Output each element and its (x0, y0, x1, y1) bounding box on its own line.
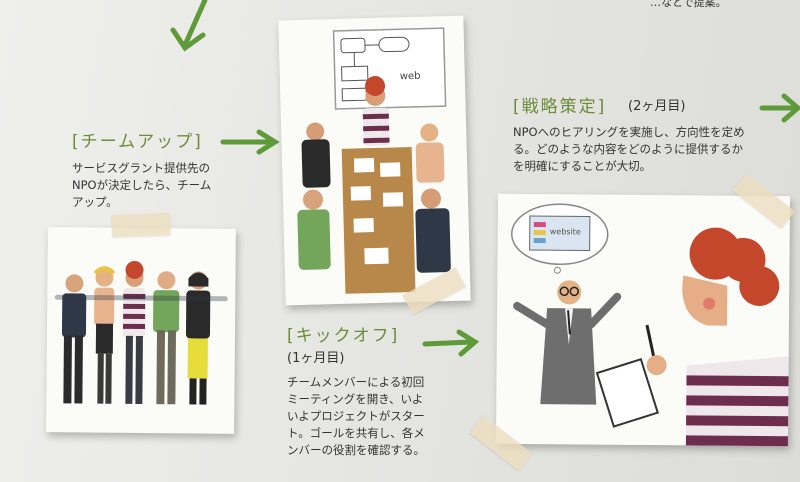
green-arrow-right-icon (759, 93, 800, 123)
team-up-line: アップ。 (72, 195, 118, 209)
kickoff-line: いよプロジェクトがスター (287, 409, 425, 423)
strategy-heading: [戦略策定] (513, 97, 607, 117)
whiteboard-text: web (400, 71, 421, 83)
green-arrow-down-icon (170, 0, 208, 52)
kickoff-line: ミーティングを開き、いよ (287, 392, 424, 406)
team-illustration-card (46, 227, 236, 434)
hearing-illustration: website (510, 203, 789, 447)
green-arrow-right-icon (220, 129, 280, 155)
team-up-heading: [チームアップ] (72, 132, 203, 152)
strategy-line: NPOへのヒアリングを実施し、方向性を定め (513, 125, 745, 139)
kickoff-line: チームメンバーによる初回 (287, 375, 425, 389)
strategy-illustration-card: website (495, 193, 791, 447)
team-up-description: サービスグラント提供先の NPOが決定したら、チーム アップ。 (72, 160, 211, 211)
bubble-text: website (550, 227, 581, 236)
kickoff-heading: [キックオフ] (287, 326, 400, 346)
team-up-line: NPOが決定したら、チーム (72, 178, 212, 192)
kickoff-line: ト。ゴールを共有し、各メ (287, 426, 425, 440)
strategy-description: NPOへのヒアリングを実施し、方向性を定め る。どのような内容をどのように提供す… (513, 124, 745, 175)
kickoff-description: チームメンバーによる初回 ミーティングを開き、いよ いよプロジェクトがスター ト… (287, 374, 425, 459)
strategy-duration: (2ヶ月目) (628, 99, 686, 114)
tape-strip (111, 212, 171, 238)
kickoff-meeting-card: web (278, 15, 471, 306)
kickoff-line: ンバーの役割を確認する。 (287, 443, 425, 457)
kickoff-duration: (1ヶ月目) (287, 351, 345, 366)
green-arrow-right-icon (422, 329, 480, 357)
strategy-line: を明確にすることが大切。 (513, 159, 652, 173)
team-up-line: サービスグラント提供先の (72, 161, 210, 175)
meeting-illustration: web (297, 27, 451, 294)
team-members-illustration (54, 260, 228, 405)
top-fragment-text: …なとで提案。 (650, 0, 727, 9)
strategy-line: る。どのような内容をどのように提供するか (513, 142, 743, 156)
